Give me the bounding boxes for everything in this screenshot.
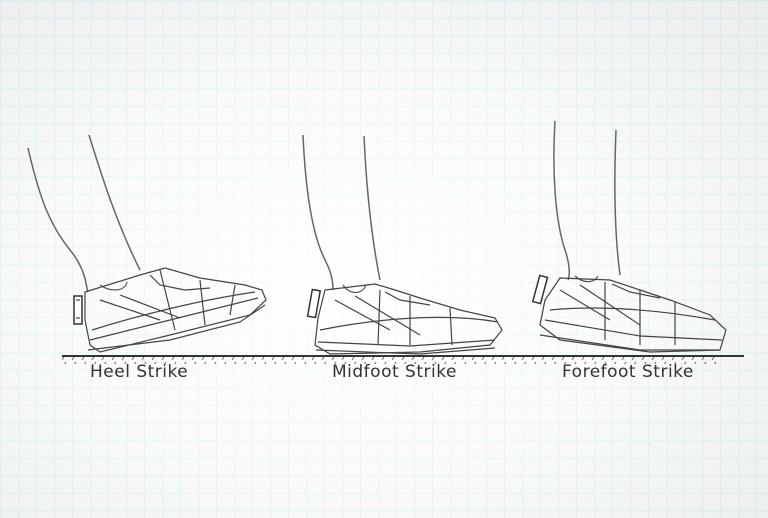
heel-strike-figure [27, 134, 267, 353]
midfoot-strike-figure [302, 134, 503, 355]
ground-line [62, 355, 744, 364]
forefoot-strike-figure [531, 120, 727, 353]
label-forefoot-strike: Forefoot Strike [562, 362, 694, 382]
label-midfoot-strike: Midfoot Strike [332, 362, 457, 382]
label-heel-strike: Heel Strike [90, 362, 189, 382]
